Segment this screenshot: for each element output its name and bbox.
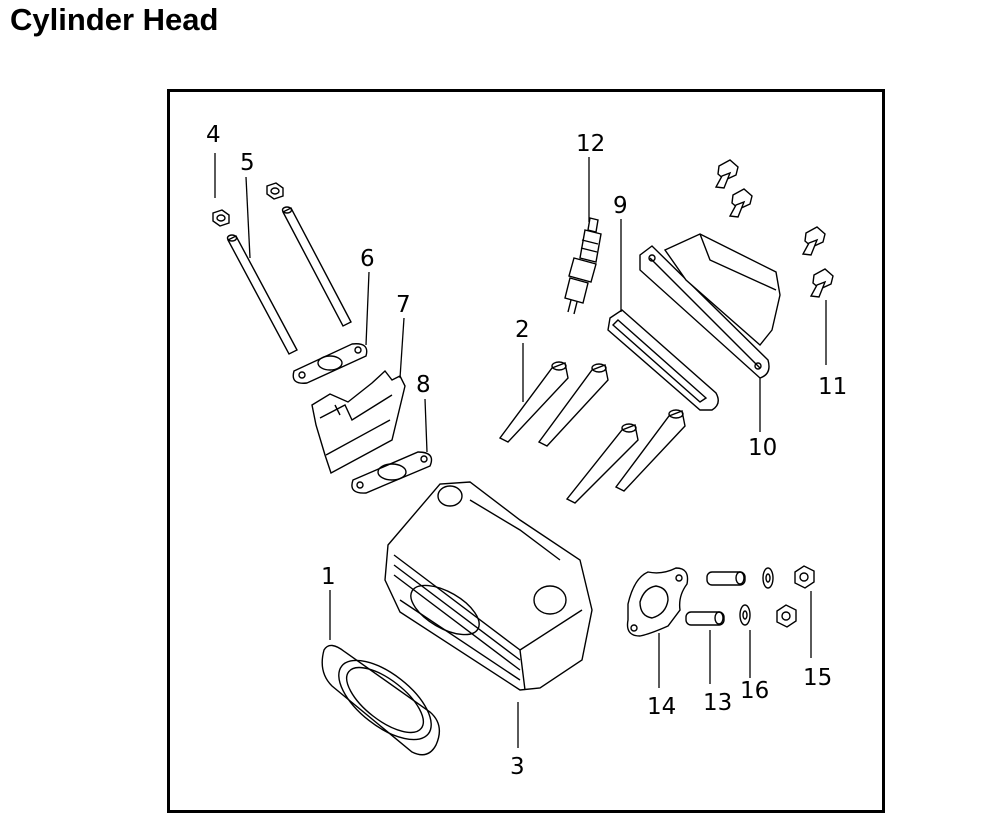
part-gasket-9 [607, 309, 719, 411]
part-head-bolts-2 [498, 361, 686, 504]
callout-12: 12 [576, 131, 605, 157]
callout-2: 2 [515, 317, 530, 343]
part-cylinder-head-3 [384, 481, 593, 691]
part-washers-16 [739, 567, 774, 626]
callout-1: 1 [321, 564, 336, 590]
diagram-frame [167, 89, 885, 813]
part-valve-cover-10 [639, 233, 781, 379]
part-studs-13 [685, 571, 746, 626]
callout-7: 7 [396, 292, 411, 318]
callout-16: 16 [740, 678, 769, 704]
callout-9: 9 [613, 193, 628, 219]
page-title: Cylinder Head [10, 2, 219, 37]
part-bracket-7 [311, 369, 406, 475]
callout-leaders [214, 153, 827, 748]
part-gasket-14 [626, 567, 689, 637]
part-spark-plug-12 [564, 217, 602, 315]
callout-5: 5 [240, 150, 255, 176]
part-stud-5 [226, 206, 352, 355]
callout-15: 15 [803, 665, 832, 691]
callout-14: 14 [647, 694, 676, 720]
part-nut-4 [212, 182, 284, 227]
callout-6: 6 [360, 246, 375, 272]
callout-3: 3 [510, 754, 525, 780]
callout-11: 11 [818, 374, 847, 400]
callout-13: 13 [703, 690, 732, 716]
part-gasket-8 [351, 451, 433, 494]
callout-10: 10 [748, 435, 777, 461]
part-head-gasket-1 [321, 644, 441, 756]
part-gasket-6 [292, 343, 368, 384]
part-bolts-11 [714, 159, 834, 298]
callout-4: 4 [206, 122, 221, 148]
part-nuts-15 [776, 565, 815, 628]
callout-8: 8 [416, 372, 431, 398]
